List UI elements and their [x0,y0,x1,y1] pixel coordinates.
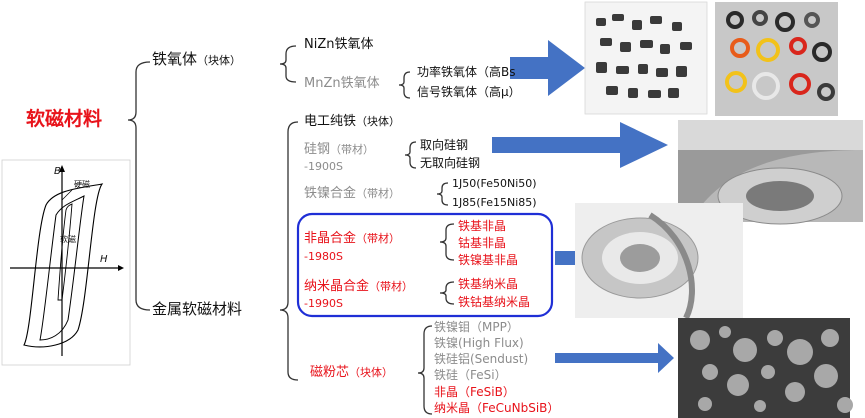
arrow-right-icon [492,122,668,168]
feni-brace [436,182,449,206]
silicon-steel-year: -1900S [304,160,343,173]
powder-amorphous: 非晶（FeSiB） [434,385,515,399]
pure-iron: 电工纯铁（块体） [304,114,401,129]
fe-ni-1j50: 1J50(Fe50Ni50) [452,177,537,190]
nizn-ferrite: NiZn铁氧体 [304,37,374,52]
powder-sendust: 铁硅铝(Sendust) [434,352,529,366]
amorphous-alloy: 非晶合金（带材） [304,231,401,246]
oriented-silicon-steel: 取向硅钢 [420,138,469,152]
powder-nanocrystal: 纳米晶（FeCuNbSiB） [434,401,560,415]
ferrite-cores-photo [584,1,708,115]
hard-magnet-label: 硬磁 [74,180,90,189]
amorphous-brace [439,223,455,261]
powder-high-flux: 铁镍(High Flux) [434,336,524,350]
b-axis-label: B [54,166,61,177]
nanocrystalline-alloy: 纳米晶合金（带材） [304,279,414,294]
fe-based-amorphous: 铁基非晶 [458,219,507,233]
hysteresis-loop-figure [1,159,131,366]
arrow-right-icon [555,343,674,373]
fe-ni-1j85: 1J85(Fe15Ni85) [452,196,537,209]
soft-magnet-label: 软磁 [60,235,76,244]
ferrite-label: 铁氧体（块体） [152,50,242,68]
metal-soft-magnetic-label: 金属软磁材料 [152,300,243,318]
fe-ni-alloy: 铁镍合金（带材） [304,186,401,201]
fe-based-nanocrystal: 铁基纳米晶 [458,277,519,291]
power-ferrite: 功率铁氧体（高Bs [417,65,516,79]
powder-mpp: 铁镍钼（MPP） [434,320,519,334]
mnzn-brace [398,71,411,99]
powder-sem-photo [678,318,853,418]
page-title: 软磁材料 [26,108,103,130]
powder-core: 磁粉芯（块体） [310,365,394,380]
nano-brace [439,281,455,305]
co-based-amorphous: 钴基非晶 [458,236,507,250]
amorphous-year: -1980S [304,250,343,263]
h-axis-label: H [100,254,108,265]
feni-based-amorphous: 铁镍基非晶 [458,253,519,267]
arrow-right-icon [510,40,585,96]
signal-ferrite: 信号铁氧体（高μ） [417,85,521,99]
ferrite-brace [279,45,297,83]
powder-brace [417,325,433,415]
highlight-frame [296,212,554,318]
silicon-steel: 硅钢（带材） [304,142,375,157]
metal-brace [279,121,299,381]
feco-based-nanocrystal: 铁钴基纳米晶 [458,295,531,309]
silicon-brace [404,141,417,169]
powder-fesi: 铁硅（FeSi） [434,368,507,382]
non-oriented-silicon-steel: 无取向硅钢 [420,156,481,170]
amorphous-ribbon-photo [575,203,743,320]
nanocrystalline-year: -1990S [304,297,343,310]
ferrite-rings-photo [715,2,838,116]
main-brace [127,61,151,311]
steel-coil-photo [678,120,863,225]
mnzn-ferrite: MnZn铁氧体 [304,76,380,91]
